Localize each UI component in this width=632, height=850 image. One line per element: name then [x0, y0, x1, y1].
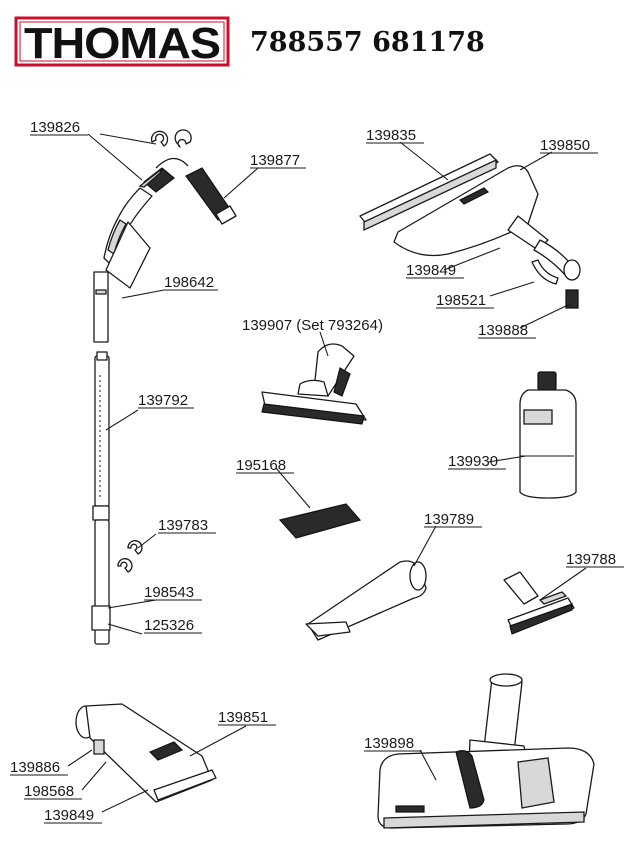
floor-nozzle-drawing — [377, 673, 595, 829]
brand-logo: THOMAS — [14, 16, 230, 68]
part-label: 198521 — [436, 292, 486, 309]
part-labels: 139826 139877 198642 139792 139783 19854… — [10, 119, 624, 824]
logo-text: THOMAS — [24, 19, 220, 68]
part-label: 139849 — [44, 807, 94, 824]
part-label: 139789 — [424, 511, 474, 528]
felt-pad-drawing — [278, 503, 362, 539]
part-label: 195168 — [236, 457, 286, 474]
part-label: 198568 — [24, 783, 74, 800]
part-label: 198543 — [144, 584, 194, 601]
part-label: 139907 (Set 793264) — [242, 317, 383, 334]
part-label: 139898 — [364, 735, 414, 752]
part-label: 139888 — [478, 322, 528, 339]
parquet-brush-drawing — [261, 343, 367, 425]
part-label: 139930 — [448, 453, 498, 470]
part-label: 139835 — [366, 127, 416, 144]
part-label: 139788 — [566, 551, 616, 568]
part-label: 139851 — [218, 709, 268, 726]
hose-handle-drawing — [93, 129, 237, 343]
part-label: 139826 — [30, 119, 80, 136]
upholstery-nozzle-drawing — [503, 571, 575, 635]
part-label: 139849 — [406, 262, 456, 279]
telescopic-tube-drawing — [91, 351, 143, 645]
part-label: 139792 — [138, 392, 188, 409]
part-label: 139850 — [540, 137, 590, 154]
part-label: 139783 — [158, 517, 208, 534]
part-label: 125326 — [144, 617, 194, 634]
part-label: 198642 — [164, 274, 214, 291]
crevice-tool-drawing — [305, 560, 427, 641]
leader-lines — [67, 133, 587, 813]
window-nozzle-drawing — [359, 153, 581, 309]
bottle-drawing — [519, 371, 577, 499]
part-label: 139877 — [250, 152, 300, 169]
carpet-nozzle-drawing — [75, 703, 217, 803]
model-number-title: 788557 681178 — [250, 27, 485, 58]
part-label: 139886 — [10, 759, 60, 776]
